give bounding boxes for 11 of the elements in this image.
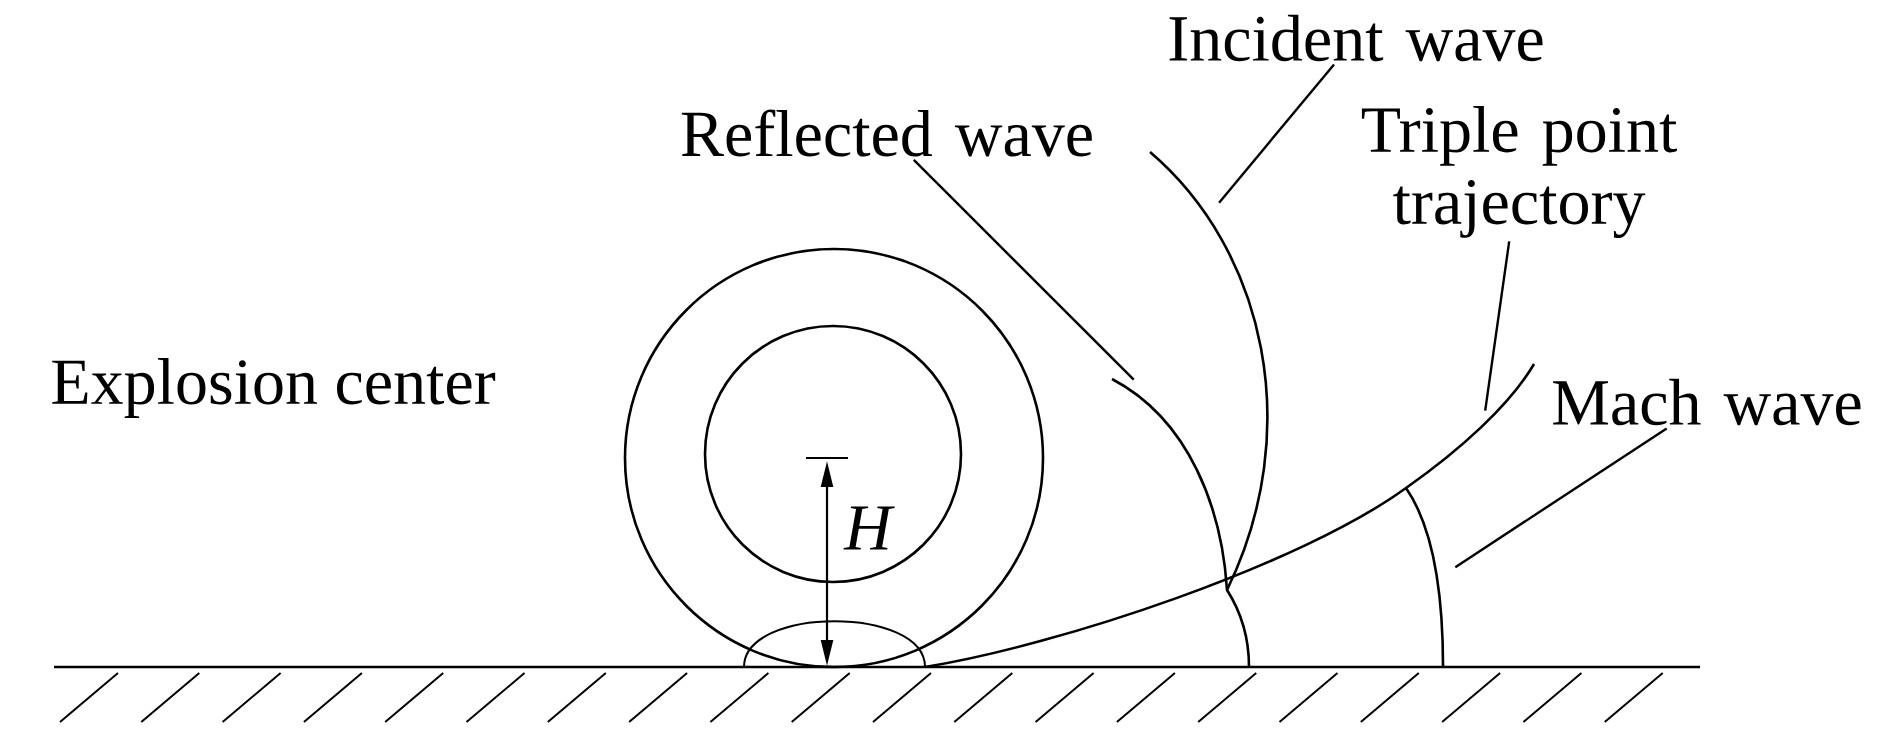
- incident-wave: [1149, 151, 1269, 591]
- wave-label: Reflected wave: [681, 109, 1092, 157]
- wave-label: Mach wave: [1553, 378, 1861, 426]
- wave-label: Incident wave: [1169, 14, 1543, 62]
- triple-point-trajectory: [924, 363, 1536, 669]
- leader-line: [1218, 63, 1335, 204]
- leader-line: [1454, 427, 1668, 569]
- leader-line: [1484, 241, 1511, 411]
- wave-label: Triple point trajectory: [1361, 105, 1677, 238]
- leader-line: [912, 159, 1135, 381]
- explosion-label: Explosion center: [52, 358, 496, 418]
